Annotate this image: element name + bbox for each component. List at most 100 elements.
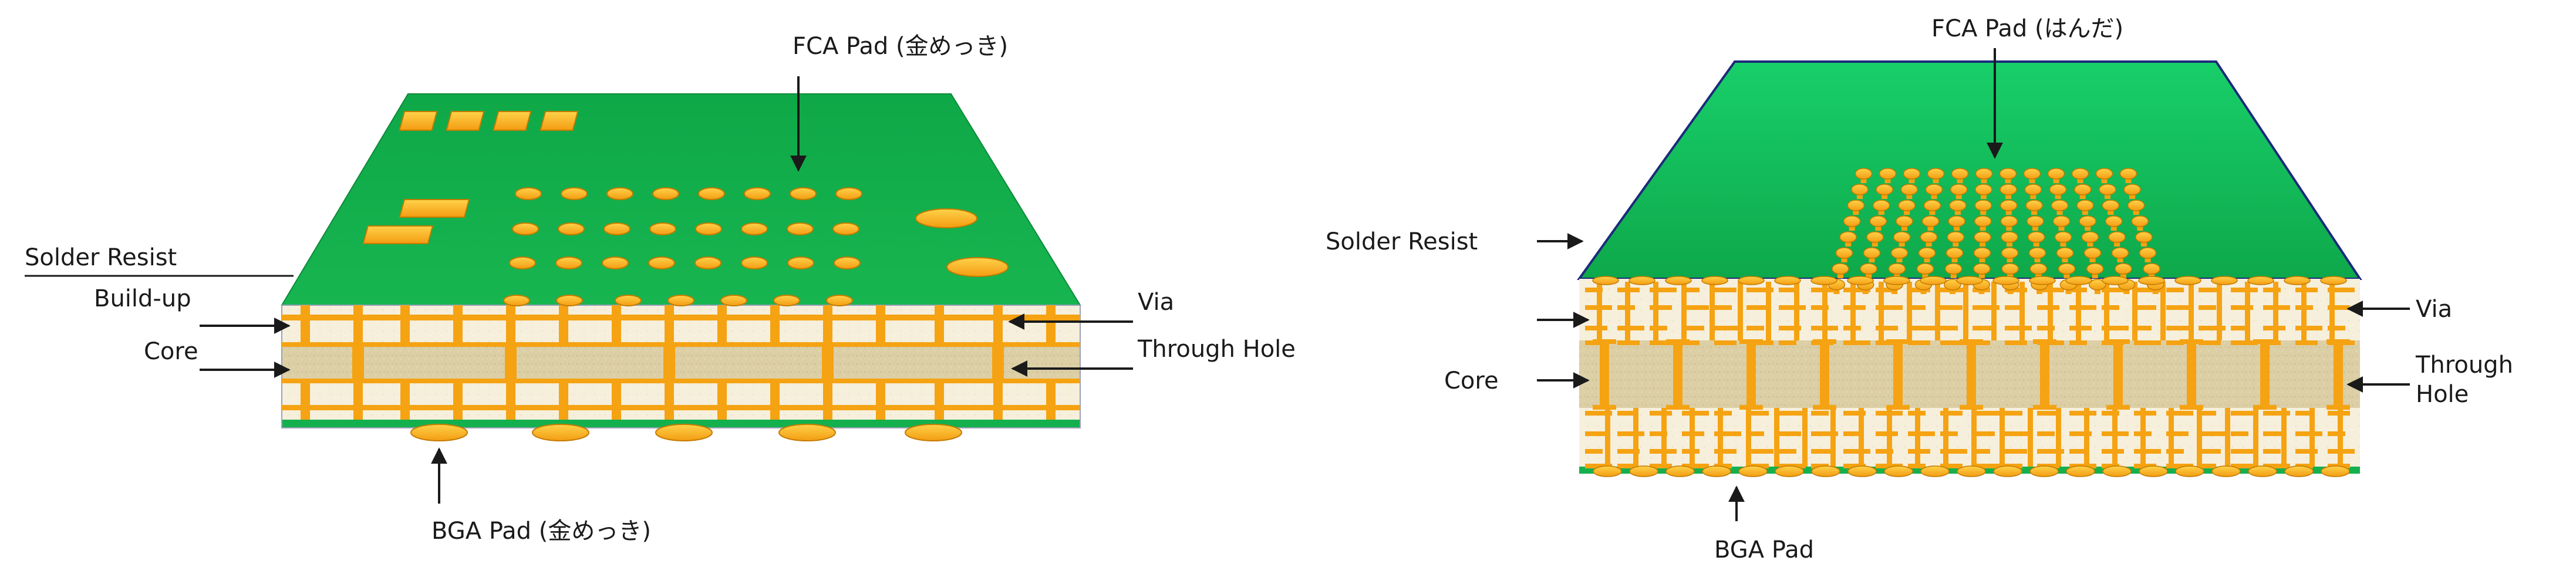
right-via [2338, 408, 2343, 467]
right-via [1907, 282, 1912, 340]
left-via [301, 379, 310, 420]
left-via [770, 379, 780, 420]
right-copper-trace [1617, 464, 1635, 468]
right-through-hole-land [2327, 405, 2350, 410]
right-via [1605, 408, 1610, 467]
right-copper-trace [1650, 411, 1672, 416]
right-through-hole [1893, 340, 1903, 408]
left-fca-pad [744, 188, 770, 200]
right-via [2281, 408, 2287, 467]
left-build-up-label: Build-up [94, 285, 191, 312]
left-via [559, 305, 568, 346]
right-through-hole-land [1960, 339, 1983, 344]
right-via [2225, 408, 2230, 467]
right-fca-bump [2124, 184, 2140, 195]
left-fca-pad [774, 295, 800, 306]
right-fca-bump [2082, 232, 2098, 242]
left-fca-pad [653, 188, 679, 200]
right-copper-trace [2295, 326, 2322, 330]
left-bga-pad [656, 424, 712, 441]
left-via [612, 305, 621, 346]
left-via [400, 305, 410, 346]
left-fca-pad [561, 188, 587, 200]
right-via [1625, 282, 1630, 340]
left-via [301, 305, 310, 346]
right-fca-bump [1901, 184, 1917, 195]
right-fca-bump [2079, 216, 2096, 227]
right-fca-bump [1891, 248, 1908, 258]
right-fca-bump [2027, 216, 2044, 227]
right-copper-trace [1714, 340, 1737, 345]
right-copper-trace [1843, 431, 1861, 436]
right-via [1774, 408, 1779, 467]
right-fca-bump [2001, 232, 2018, 242]
left-via [506, 305, 515, 346]
right-copper-trace [1617, 411, 1635, 416]
right-via [1935, 282, 1940, 340]
left-fca-pad [790, 188, 816, 200]
right-surface-pad [1702, 276, 1728, 285]
right-fca-bump [2112, 248, 2129, 258]
right-copper-trace [1940, 431, 1958, 436]
left-bga-pad [411, 424, 467, 441]
right-fca-bump [1951, 184, 1967, 195]
right-via [1681, 282, 1687, 340]
right-copper-trace [1714, 288, 1737, 292]
right-through-hole [2187, 340, 2196, 408]
right-bga-pad [2066, 466, 2095, 477]
left-fca-pad [696, 223, 721, 235]
right-through-hole-land [1886, 339, 1910, 344]
right-via [1991, 282, 1997, 340]
left-through-hole-label: Through Hole [1137, 336, 1296, 363]
right-via [2076, 282, 2081, 340]
right-fca-bump [2072, 168, 2089, 179]
left-via [993, 379, 1003, 420]
right-fca-bump [2025, 184, 2041, 195]
right-fca-bump [1947, 248, 1963, 258]
right-copper-trace [2005, 340, 2027, 345]
left-fca-pad [695, 257, 721, 269]
left-core-label: Core [144, 338, 198, 365]
left-via [717, 379, 727, 420]
right-fca-bump [2085, 248, 2101, 258]
left-fca-pad [602, 257, 628, 269]
right-through-hole-land [2180, 339, 2203, 344]
right-surface-pad [1920, 276, 1946, 285]
right-copper-trace [2069, 411, 2096, 416]
right-via [1633, 408, 1638, 467]
right-via [1653, 282, 1658, 340]
right-fca-bump [1832, 264, 1849, 274]
right-fca-bump [1974, 248, 1991, 258]
right-through-hole-land [1739, 339, 1763, 344]
left-fca-pad [604, 223, 630, 235]
right-via [1738, 282, 1743, 340]
left-via [993, 305, 1003, 346]
left-fca-pad [836, 188, 862, 200]
right-bga-pad [1848, 466, 1876, 477]
right-fca-bump [1917, 264, 1934, 274]
left-fca-pad [650, 223, 676, 235]
right-surface-pad [1775, 276, 1800, 285]
right-via [2112, 408, 2118, 467]
right-through-hole-land [2253, 405, 2277, 410]
left-fca-pad [557, 295, 582, 306]
right-via [2197, 408, 2202, 467]
right-via [2104, 282, 2109, 340]
right-surface-pad [2284, 276, 2310, 285]
right-copper-trace [2295, 431, 2322, 436]
right-copper-trace [1908, 340, 1930, 345]
right-copper-trace [1811, 411, 1829, 416]
right-bga-pad [1994, 466, 2022, 477]
left-substrate [282, 94, 1080, 441]
right-through-hole-land [1593, 405, 1616, 410]
right-surface-pad [1957, 276, 1982, 285]
right-bga-pad [2030, 466, 2058, 477]
right-core-label: Core [1444, 367, 1499, 394]
right-fca-bump [1928, 168, 1944, 179]
right-via [2056, 408, 2061, 467]
right-copper-trace [1779, 305, 1806, 310]
right-bga-pad [2103, 466, 2131, 477]
right-copper-trace [1811, 449, 1833, 454]
right-bga-pad [1630, 466, 1658, 477]
left-via-label: Via [1138, 289, 1174, 316]
